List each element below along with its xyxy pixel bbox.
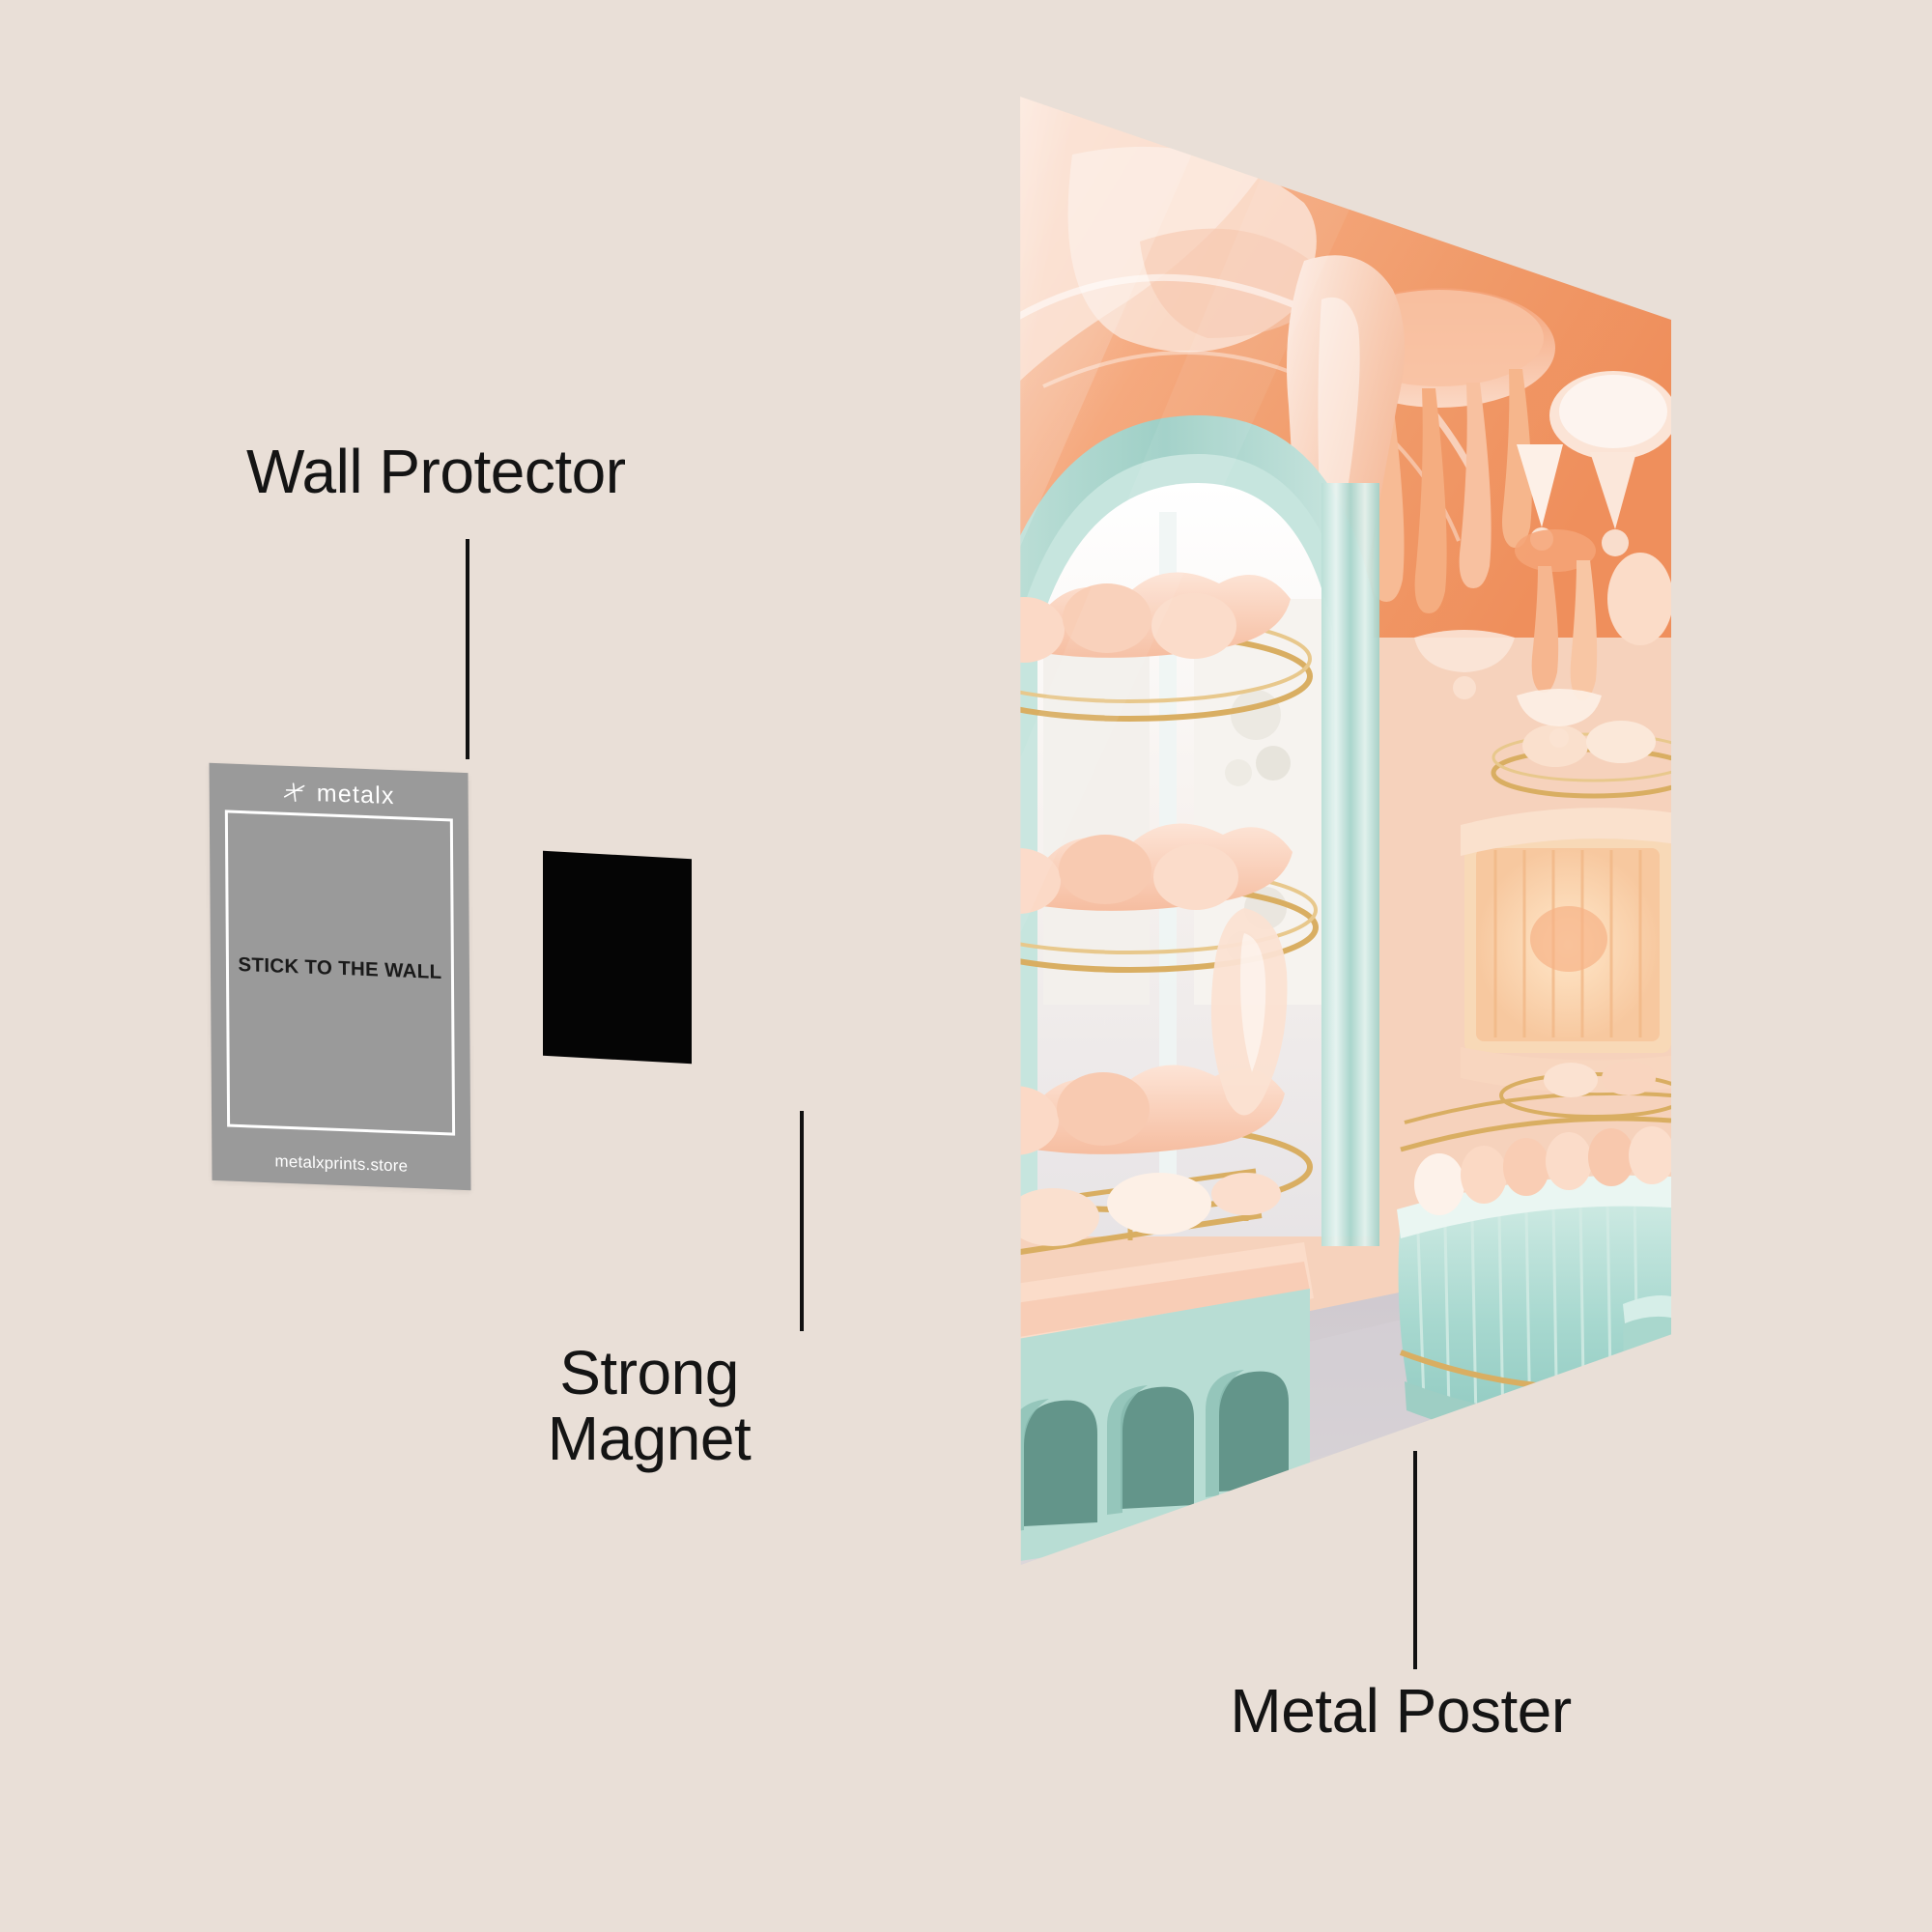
callout-label-wall-protector: Wall Protector [246, 437, 626, 506]
crossed-lines-logo-icon [283, 782, 305, 803]
callout-label-metal-poster: Metal Poster [1230, 1676, 1572, 1746]
brand-logo: metalx [210, 775, 469, 813]
card-website-url: metalxprints.store [274, 1151, 409, 1176]
strong-magnet-swatch [543, 850, 692, 1065]
wall-protector-card: metalx STICK TO THE WALL metalxprints.st… [209, 762, 471, 1191]
poster-artwork-svg [1020, 97, 1671, 1565]
metal-poster-artwork [1020, 97, 1671, 1565]
leader-line-metal-poster [1413, 1451, 1417, 1669]
leader-line-strong-magnet [800, 1111, 804, 1331]
callout-label-strong-magnet: Strong Magnet [547, 1338, 752, 1473]
leader-line-wall-protector [466, 539, 469, 759]
brand-name: metalx [316, 779, 395, 810]
